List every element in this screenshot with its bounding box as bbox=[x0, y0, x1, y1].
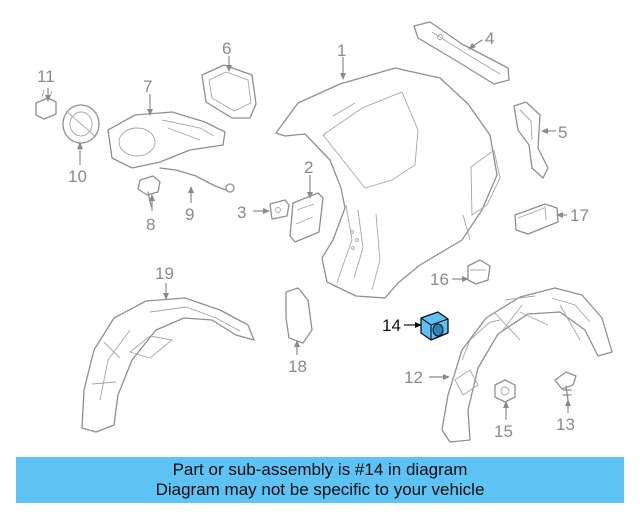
nut-part-15[interactable] bbox=[494, 379, 516, 403]
callout-5: 5 bbox=[558, 123, 567, 142]
callout-2: 2 bbox=[304, 158, 313, 177]
rod-part-9[interactable] bbox=[159, 167, 235, 193]
callout-10: 10 bbox=[68, 167, 87, 186]
fuel-door-part-6[interactable] bbox=[201, 64, 257, 119]
plug-part-16[interactable] bbox=[467, 259, 491, 285]
callout-8: 8 bbox=[146, 215, 155, 234]
filler-housing-part-7[interactable] bbox=[107, 111, 226, 169]
callout-14: 14 bbox=[382, 316, 401, 335]
callout-12: 12 bbox=[404, 368, 423, 387]
banner-line-1: Part or sub-assembly is #14 in diagram bbox=[172, 460, 468, 479]
quarter-panel-part-1[interactable] bbox=[275, 67, 501, 299]
callout-17: 17 bbox=[570, 206, 589, 225]
callout-1: 1 bbox=[337, 41, 346, 60]
callout-11: 11 bbox=[37, 67, 55, 86]
screw-part-13[interactable] bbox=[554, 371, 577, 401]
callout-7: 7 bbox=[143, 77, 152, 96]
banner-line-2: Diagram may not be specific to your vehi… bbox=[155, 480, 485, 499]
callout-18: 18 bbox=[288, 357, 307, 376]
callout-4: 4 bbox=[485, 29, 494, 48]
bracket-part-2[interactable] bbox=[289, 192, 324, 243]
callout-3: 3 bbox=[237, 203, 246, 222]
trim-strip-part-4[interactable] bbox=[413, 21, 510, 85]
wheelhouse-liner-part-19[interactable] bbox=[81, 297, 255, 433]
actuator-part-11[interactable] bbox=[35, 89, 57, 120]
callout-16: 16 bbox=[430, 270, 449, 289]
callout-6: 6 bbox=[222, 39, 231, 58]
bracket-part-5[interactable] bbox=[513, 101, 549, 179]
callout-13: 13 bbox=[556, 415, 575, 434]
callout-15: 15 bbox=[494, 422, 513, 441]
wheel-liner-part-12[interactable] bbox=[441, 287, 613, 443]
flap-part-18[interactable] bbox=[285, 287, 313, 344]
bolt-part-8[interactable] bbox=[137, 175, 161, 207]
cap-part-10[interactable] bbox=[62, 104, 100, 144]
clip-part-3[interactable] bbox=[269, 199, 290, 220]
arrow-heads bbox=[45, 43, 571, 408]
callout-9: 9 bbox=[185, 205, 194, 224]
nut-part-14[interactable] bbox=[420, 311, 449, 341]
lamp-part-17[interactable] bbox=[514, 203, 559, 235]
info-banner: Part or sub-assembly is #14 in diagram D… bbox=[16, 457, 624, 503]
callout-19: 19 bbox=[155, 264, 174, 283]
callout-labels: 1 2 3 4 5 6 7 8 9 10 11 12 13 14 15 16 1… bbox=[37, 29, 589, 441]
